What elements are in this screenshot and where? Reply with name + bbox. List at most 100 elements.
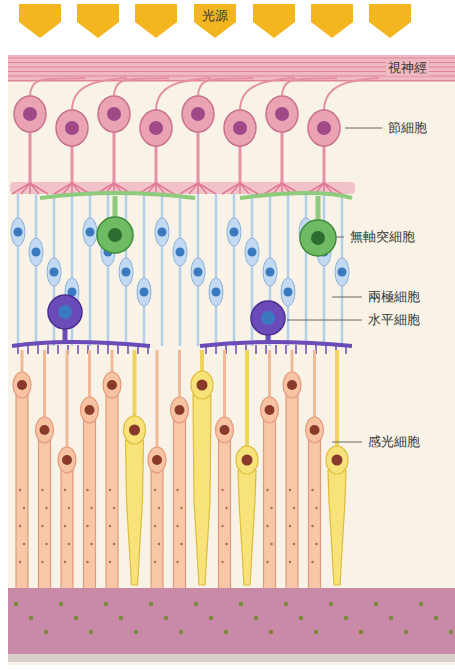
horizontal-terminal xyxy=(205,345,207,354)
pigment-granule xyxy=(74,616,78,620)
ganglion-cell xyxy=(182,96,214,132)
rod-segment xyxy=(16,395,28,590)
label-anchor: 節細胞 xyxy=(386,120,429,136)
rod-nucleus xyxy=(107,380,117,390)
rod-dot xyxy=(289,489,291,491)
bipolar-cell xyxy=(227,218,241,246)
ganglion-nucleus xyxy=(23,107,37,121)
rod-nucleus xyxy=(152,455,162,465)
horizontal-terminal xyxy=(295,345,297,354)
ganglion-dendrite xyxy=(113,130,116,186)
rod-dot xyxy=(41,525,43,527)
horizontal-terminal xyxy=(275,345,277,354)
rod-dot xyxy=(41,489,43,491)
dendrite-branch xyxy=(30,183,48,194)
label-anchor: 視神經 xyxy=(386,60,429,76)
ganglion-nucleus xyxy=(107,107,121,121)
rod-dot xyxy=(154,489,156,491)
pigment-granule xyxy=(329,602,333,606)
rod-dot xyxy=(19,489,21,491)
ganglion-dendrite xyxy=(29,130,32,186)
rod-dot xyxy=(311,525,313,527)
label-anchor: 水平細胞 xyxy=(366,312,422,328)
leader-line xyxy=(336,237,344,238)
bipolar-cell xyxy=(173,238,187,266)
amacrine-stem xyxy=(113,196,118,217)
bipolar-nucleus xyxy=(284,288,293,297)
rod-segment xyxy=(309,440,321,590)
nerve-fiber xyxy=(8,80,455,81)
bipolar-cell xyxy=(119,258,133,286)
rod-dot xyxy=(45,507,47,509)
bipolar-nucleus xyxy=(230,228,239,237)
rod-dot xyxy=(19,525,21,527)
bipolar-process xyxy=(233,194,236,346)
rod-dot xyxy=(266,525,268,527)
ganglion-cell xyxy=(308,110,340,146)
bipolar-cell xyxy=(245,238,259,266)
rod-nucleus xyxy=(220,425,230,435)
pigment-granule xyxy=(164,616,168,620)
rod-dot xyxy=(113,507,115,509)
bipolar-cell xyxy=(155,218,169,246)
ganglion-nucleus xyxy=(149,121,163,135)
horizontal-terminal xyxy=(147,345,149,354)
bipolar-nucleus xyxy=(266,268,275,277)
bipolar-cell xyxy=(191,258,205,286)
rod-cell xyxy=(103,372,121,398)
rod-cell xyxy=(171,397,189,423)
pigment-granule xyxy=(179,630,183,634)
dendrite-branch xyxy=(231,183,240,194)
pigment-granule xyxy=(89,630,93,634)
rod-dot xyxy=(180,507,182,509)
ganglion-dendrite xyxy=(281,130,284,186)
rod-dot xyxy=(45,543,47,545)
rod-segment xyxy=(151,470,163,590)
cone-nucleus xyxy=(332,455,343,466)
rod-dot xyxy=(86,525,88,527)
pigment-granule xyxy=(254,616,258,620)
panel-ground xyxy=(8,55,455,665)
bipolar-cell xyxy=(209,278,223,306)
bipolar-process xyxy=(89,194,92,346)
part-label: 水平細胞 xyxy=(366,312,422,328)
rod-cell xyxy=(283,372,301,398)
rod-segment xyxy=(106,395,118,590)
dendrite-branch xyxy=(198,183,216,194)
horizontal-terminal xyxy=(57,345,59,354)
rod-cell xyxy=(36,417,54,443)
part-label: 節細胞 xyxy=(386,120,429,136)
horizontal-cell xyxy=(48,295,82,329)
rod-dot xyxy=(270,543,272,545)
rod-cell xyxy=(148,447,166,473)
dendrite-branch xyxy=(240,183,258,194)
rod-dot xyxy=(23,507,25,509)
ganglion-cell xyxy=(98,96,130,132)
amacrine-cell xyxy=(300,220,336,256)
pigment-granule xyxy=(59,602,63,606)
ganglion-nucleus xyxy=(65,121,79,135)
pigment-granule xyxy=(434,616,438,620)
rod-dot xyxy=(180,543,182,545)
pigment-layer xyxy=(8,588,455,654)
rod-dot xyxy=(221,489,223,491)
rod-cell xyxy=(306,417,324,443)
amacrine-nucleus xyxy=(108,228,122,242)
bipolar-cell xyxy=(281,278,295,306)
light-chevron xyxy=(311,4,353,38)
rod-dot xyxy=(90,507,92,509)
ganglion-cell xyxy=(56,110,88,146)
pigment-granule xyxy=(374,602,378,606)
rod-nucleus xyxy=(17,380,27,390)
bipolar-process xyxy=(143,194,146,346)
bipolar-cell xyxy=(335,258,349,286)
horizontal-terminal xyxy=(127,345,129,354)
horizontal-terminal xyxy=(77,345,79,354)
pigment-granule xyxy=(344,616,348,620)
horizontal-terminal xyxy=(97,345,99,354)
ganglion-nucleus xyxy=(233,121,247,135)
dendrite-branch xyxy=(12,183,30,194)
bipolar-process xyxy=(305,194,308,346)
horizontal-nucleus xyxy=(261,311,275,325)
leader-line xyxy=(332,297,362,298)
